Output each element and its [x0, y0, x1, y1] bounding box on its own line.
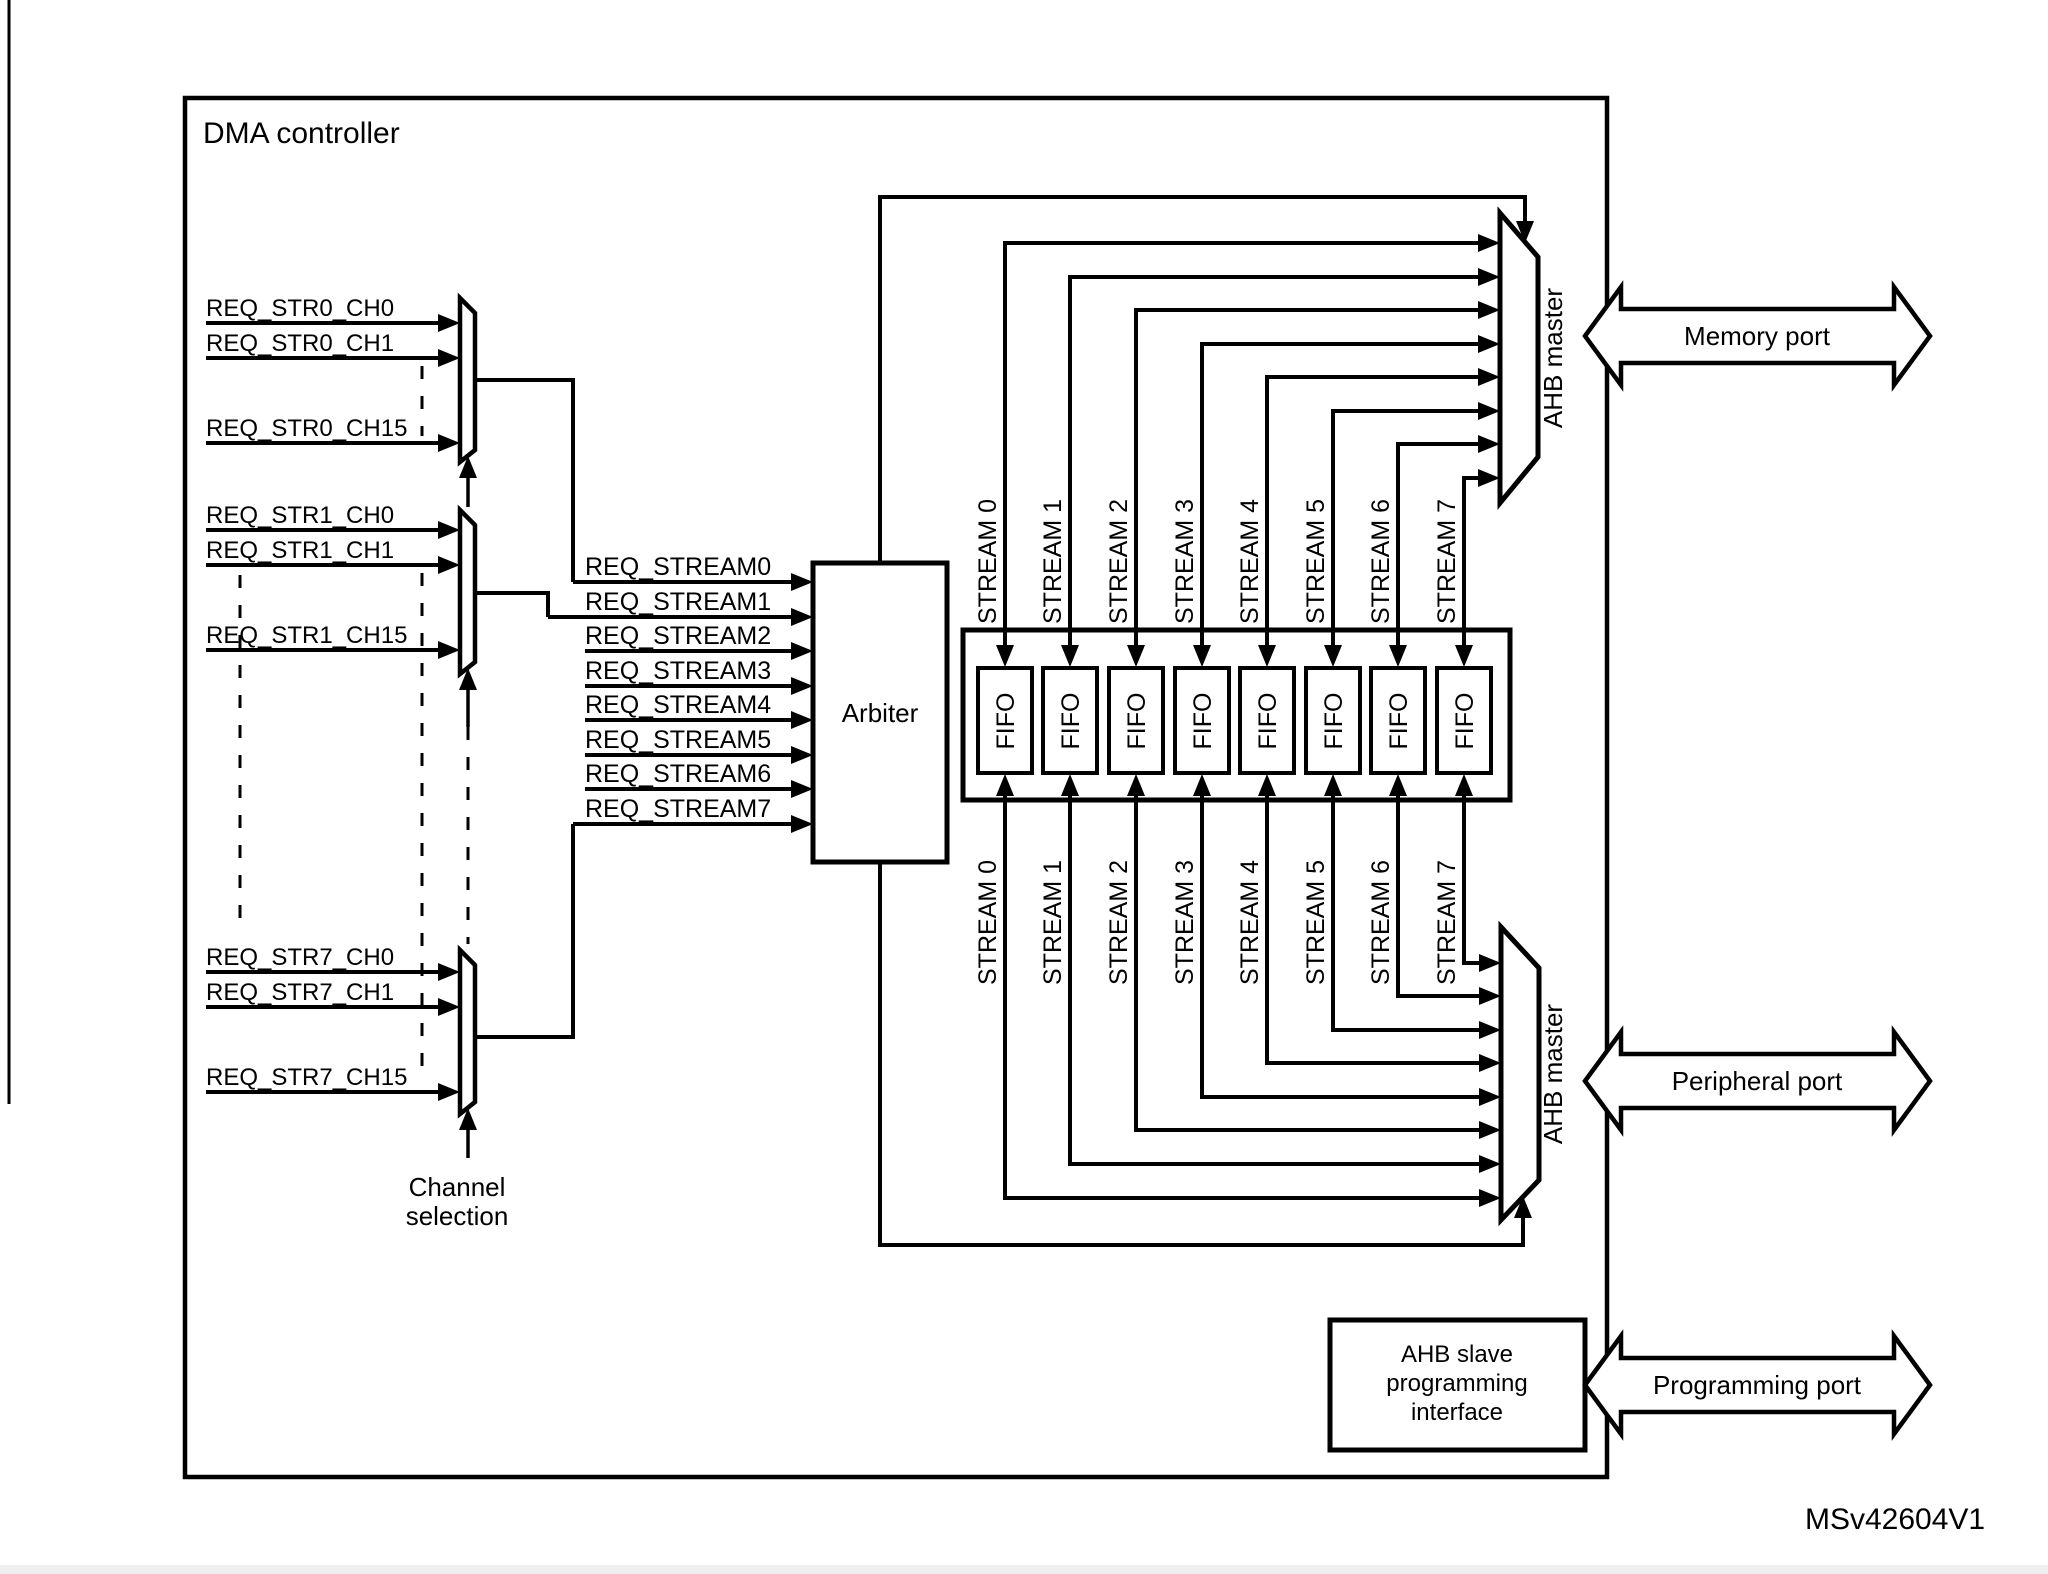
stream-4-wires [1258, 368, 1501, 1072]
channel-selection-label-line1: Channel [409, 1172, 506, 1202]
stream-1-wires [1061, 268, 1501, 1173]
fifo-1 [1041, 666, 1099, 775]
ahb-slave-label-line1: AHB slave [1401, 1341, 1513, 1368]
dashed-continuation-lines [238, 366, 470, 1082]
req-label: REQ_STR1_CH0 [206, 502, 394, 529]
req-stream-label: REQ_STREAM4 [585, 691, 771, 719]
ahb-slave-label-line2: programming [1386, 1370, 1527, 1397]
fifo-5-label: FIFO [1320, 693, 1348, 750]
ahb-master-peripheral-label: AHB master [1538, 1004, 1568, 1144]
stream-6-label-top: STREAM 6 [1367, 499, 1395, 624]
fifo-0 [976, 666, 1034, 775]
stream-1-label-top: STREAM 1 [1039, 499, 1067, 624]
req-label: REQ_STR0_CH0 [206, 295, 394, 322]
req-label: REQ_STR7_CH1 [206, 979, 394, 1006]
peripheral-port-label: Peripheral port [1672, 1066, 1843, 1096]
mux-str1-output-wire [475, 591, 550, 617]
stream-7-label-bottom: STREAM 7 [1433, 860, 1461, 985]
req-label: REQ_STR0_CH15 [206, 415, 407, 442]
peripheral-port-arrow: Peripheral port [1582, 1025, 1933, 1137]
req-stream-label: REQ_STREAM3 [585, 657, 771, 685]
req-label: REQ_STR7_CH15 [206, 1064, 407, 1091]
stream-5-wires [1324, 402, 1501, 1039]
channel-mux-str7 [457, 944, 478, 1119]
fifo-4-label: FIFO [1254, 693, 1282, 750]
fifo-3-label: FIFO [1189, 693, 1217, 750]
req-label: REQ_STR1_CH1 [206, 537, 394, 564]
req-stream-label: REQ_STREAM0 [585, 553, 771, 581]
arbiter-to-memory-master-wire [878, 195, 1534, 563]
fifo-6-label: FIFO [1385, 693, 1413, 750]
req-stream-label: REQ_STREAM5 [585, 726, 771, 754]
req-group-str7: REQ_STR7_CH0 REQ_STR7_CH1 REQ_STR7_CH15 [206, 944, 460, 1101]
req-stream-label: REQ_STREAM7 [585, 795, 771, 823]
channel-selection-control: Channel selection [406, 456, 509, 1231]
stream-5-label-top: STREAM 5 [1302, 499, 1330, 624]
stream-6-label-bottom: STREAM 6 [1367, 860, 1395, 985]
stream-7-label-top: STREAM 7 [1433, 499, 1461, 624]
mux-str0-output-wire [475, 378, 575, 582]
programming-port-label: Programming port [1653, 1370, 1862, 1400]
req-group-str1: REQ_STR1_CH0 REQ_STR1_CH1 REQ_STR1_CH15 [206, 502, 460, 659]
stream-4-label-top: STREAM 4 [1236, 499, 1264, 624]
stream-3-wires [1193, 335, 1501, 1106]
arbiter-to-peripheral-master-wire [878, 862, 1532, 1247]
fifo-1-label: FIFO [1057, 693, 1085, 750]
stream-0-label-bottom: STREAM 0 [974, 860, 1002, 985]
ahb-slave-label-line3: interface [1411, 1399, 1503, 1426]
stream-2-label-bottom: STREAM 2 [1105, 860, 1133, 985]
dma-controller-title: DMA controller [203, 117, 400, 150]
fifo-7-label: FIFO [1451, 693, 1479, 750]
ahb-master-memory-mux [1497, 206, 1541, 510]
fifo-2-label: FIFO [1123, 693, 1151, 750]
fifo-5 [1304, 666, 1362, 775]
ahb-master-memory-label: AHB master [1538, 288, 1568, 428]
req-label: REQ_STR1_CH15 [206, 622, 407, 649]
channel-selection-label-line2: selection [406, 1201, 509, 1231]
figure-watermark: MSv42604V1 [1805, 1503, 1985, 1536]
req-stream-label: REQ_STREAM6 [585, 760, 771, 788]
stream-1-label-bottom: STREAM 1 [1039, 860, 1067, 985]
programming-port-arrow: Programming port [1582, 1329, 1933, 1441]
stream-5-label-bottom: STREAM 5 [1302, 860, 1330, 985]
req-label: REQ_STR7_CH0 [206, 944, 394, 971]
stream-3-label-bottom: STREAM 3 [1171, 860, 1199, 985]
channel-mux-str1 [457, 504, 478, 679]
req-group-str0: REQ_STR0_CH0 REQ_STR0_CH1 REQ_STR0_CH15 [206, 295, 460, 452]
stream-7-wires [1455, 469, 1501, 972]
memory-port-label: Memory port [1684, 321, 1831, 351]
channel-mux-str0 [457, 292, 478, 467]
stream-2-label-top: STREAM 2 [1105, 499, 1133, 624]
stream-0-label-top: STREAM 0 [974, 499, 1002, 624]
page-bottom-strip [0, 1565, 2048, 1574]
fifo-7 [1435, 666, 1493, 775]
stream-0-wires [996, 234, 1501, 1207]
fifo-6 [1369, 666, 1427, 775]
stream-4-label-bottom: STREAM 4 [1236, 860, 1264, 985]
memory-port-arrow: Memory port [1582, 280, 1933, 392]
fifo-3 [1173, 666, 1231, 775]
fifo-0-label: FIFO [992, 693, 1020, 750]
mux-str7-output-wire [475, 824, 575, 1039]
stream-3-label-top: STREAM 3 [1171, 499, 1199, 624]
arbiter-label: Arbiter [842, 698, 919, 728]
req-stream-label: REQ_STREAM2 [585, 622, 771, 650]
req-stream-label: REQ_STREAM1 [585, 588, 771, 616]
ahb-master-peripheral-mux [1498, 920, 1542, 1227]
stream-2-wires [1127, 301, 1501, 1139]
req-label: REQ_STR0_CH1 [206, 330, 394, 357]
fifo-2 [1107, 666, 1165, 775]
stream-6-wires [1389, 435, 1501, 1005]
req-stream-wires: REQ_STREAM0 REQ_STREAM1 REQ_STREAM2 REQ_… [548, 553, 813, 833]
fifo-4 [1238, 666, 1296, 775]
